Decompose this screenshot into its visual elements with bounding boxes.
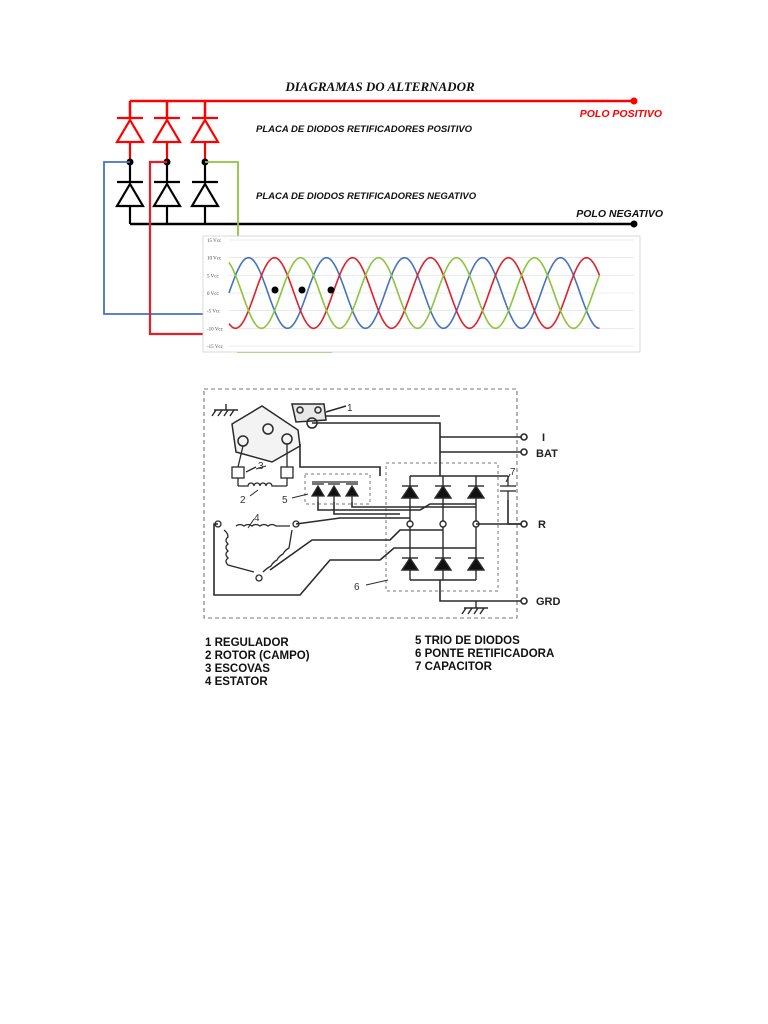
negative-diode-plate [115, 162, 220, 224]
waveform-tick-label: 0 Vcc [207, 292, 219, 297]
callout-5: 5 [282, 495, 288, 506]
rectifier-bridge [400, 475, 486, 581]
regulator [231, 403, 347, 463]
terminal-i-label: I [542, 432, 545, 444]
negative-diode-3 [190, 162, 220, 224]
schematic-legend: 1 REGULADOR 2 ROTOR (CAMPO) 3 ESCOVAS 4 … [205, 635, 554, 688]
legend-item: 3 ESCOVAS [205, 663, 270, 675]
positive-terminal-dot [630, 97, 638, 105]
terminal-r [520, 520, 528, 528]
stator [214, 520, 300, 582]
positive-diode-3 [190, 116, 220, 162]
phase-a-wave [228, 256, 600, 330]
brushes-and-rotor [231, 444, 294, 487]
polo-positivo-label: POLO POSITIVO [580, 108, 662, 120]
legend-item: 2 ROTOR (CAMPO) [205, 650, 310, 662]
callout-4: 4 [254, 513, 260, 524]
alternator-outline [203, 388, 518, 619]
waveform-tick-label: -10 Vcc [207, 327, 224, 332]
negative-diode-2 [152, 162, 182, 224]
terminal-grd [520, 597, 528, 605]
waveform-tick-label: 5 Vcc [207, 274, 219, 279]
phase-c-wave [228, 256, 601, 330]
ground-icon [211, 404, 238, 417]
polo-negativo-label: POLO NEGATIVO [576, 208, 663, 220]
phase-a-sample-dot [271, 286, 279, 294]
waveform-tick-labels: 15 Vcc 10 Vcc 5 Vcc 0 Vcc -5 Vcc -10 Vcc -15 V… [207, 239, 224, 350]
positive-rail [128, 99, 634, 118]
alternator-schematic [203, 388, 528, 619]
terminal-r-label: R [538, 519, 546, 531]
terminal-grd-label: GRD [536, 596, 561, 608]
callout-2-leader [249, 489, 259, 497]
callout-3-leader [255, 465, 267, 470]
callout-7-leader [505, 473, 511, 483]
diode-trio-box [304, 473, 371, 505]
callout-5-leader [291, 493, 309, 499]
terminal-bat-label: BAT [536, 448, 558, 460]
rectifier-bridge-box [385, 462, 499, 592]
legend-item: 1 REGULADOR [205, 637, 289, 649]
capacitor [500, 476, 516, 500]
negative-diode-1 [115, 162, 145, 224]
ground-icon-grd [461, 601, 488, 615]
phase-b-sample-dot [298, 286, 306, 294]
waveform-gridlines [229, 239, 634, 347]
callout-1: 1 [347, 403, 353, 414]
legend-item: 6 PONTE RETIFICADORA [415, 648, 554, 660]
callout-6-leader [365, 579, 389, 586]
positive-diode-plate [115, 116, 220, 162]
waveform-tick-label: -5 Vcc [207, 310, 221, 315]
negative-terminal-dot [630, 220, 638, 228]
legend-item: 7 CAPACITOR [415, 661, 493, 673]
waveform-tick-label: 15 Vcc [207, 239, 222, 244]
wiring [213, 415, 522, 602]
diagram-title: DIAGRAMAS DO ALTERNADOR [284, 79, 475, 94]
terminal-i [520, 433, 528, 441]
waveform-tick-label: -15 Vcc [207, 345, 224, 350]
callout-6: 6 [354, 582, 360, 593]
placa-positivo-label: PLACA DE DIODOS RETIFICADORES POSITIVO [256, 124, 473, 135]
callout-2: 2 [240, 495, 246, 506]
callout-7: 7 [510, 467, 516, 478]
callout-4-leader [247, 518, 255, 529]
phase-b-wave [228, 256, 601, 330]
legend-item: 5 TRIO DE DIODOS [415, 635, 520, 647]
callout-3: 3 [258, 461, 264, 472]
positive-diode-1 [115, 116, 145, 162]
three-phase-waveform: 15 Vcc 10 Vcc 5 Vcc 0 Vcc -5 Vcc -10 Vcc -15 V… [202, 235, 641, 353]
terminal-bat [520, 448, 528, 456]
waveform-tick-label: 10 Vcc [207, 257, 222, 262]
diode-trio [310, 481, 360, 502]
phase-c-sample-dot [327, 286, 335, 294]
legend-item: 4 ESTATOR [205, 676, 268, 688]
placa-negativo-label: PLACA DE DIODOS RETIFICADORES NEGATIVO [256, 191, 477, 202]
positive-diode-2 [152, 116, 182, 162]
